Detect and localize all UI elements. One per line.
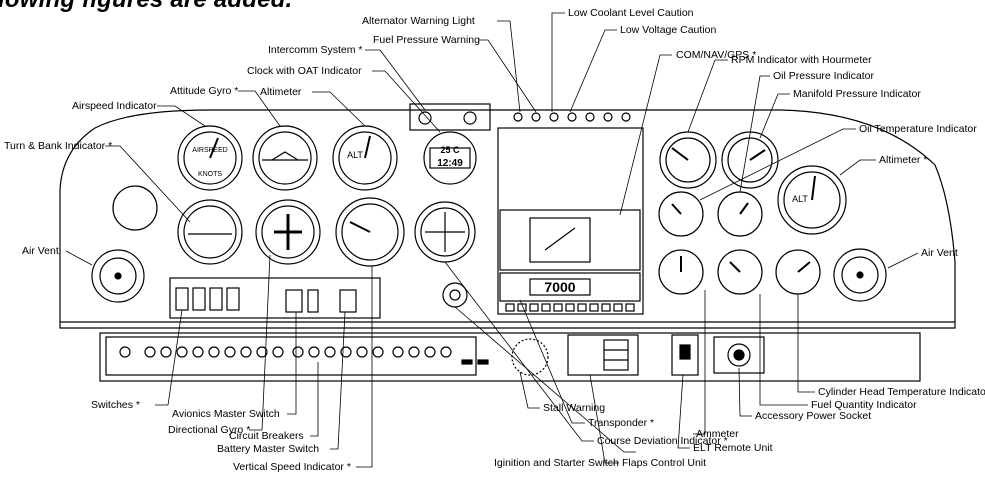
avionics-stack [497, 127, 644, 315]
label-attitude-gyro: Attitude Gyro * [170, 85, 239, 97]
label-manifold-pressure: Manifold Pressure Indicator [793, 88, 921, 100]
ammeter [658, 249, 704, 295]
transponder [499, 272, 641, 302]
label-turn-bank: Turn & Bank Indicator * [4, 140, 113, 152]
fuel-quantity-indicator [717, 249, 763, 295]
alt-left-text: ALT [347, 150, 363, 160]
label-low-coolant: Low Coolant Level Caution [568, 7, 694, 19]
knots-text: KNOTS [198, 171, 222, 178]
oil-temperature-indicator [658, 191, 704, 237]
intercomm-system [409, 103, 491, 131]
dashboard-outline [59, 109, 956, 329]
com-nav-gps [499, 209, 641, 271]
label-vsi: Vertical Speed Indicator * [233, 461, 351, 473]
label-cdi: Course Deviation Indicator * [597, 435, 728, 447]
avionics-master-switch [285, 289, 303, 313]
directional-gyro [255, 199, 321, 265]
vertical-speed-indicator [335, 197, 405, 267]
label-flaps-control: Flaps Control Unit [622, 457, 707, 469]
label-cht: Cylinder Head Temperature Indicator [818, 386, 985, 398]
label-com-nav-gps: COM/NAV/GPS * [676, 49, 757, 61]
oat-text: 25 C [440, 145, 460, 155]
clock-oat-indicator [423, 131, 477, 185]
switch-1 [175, 287, 189, 311]
label-clock-oat: Clock with OAT Indicator [247, 65, 362, 77]
label-accessory-socket: Accessory Power Socket [755, 410, 872, 422]
label-ignition: Iginition and Starter Switch [494, 457, 619, 469]
stall-warning-speaker [511, 338, 549, 376]
battery-master-switch [339, 289, 357, 313]
label-ammeter: Ammeter [696, 428, 739, 440]
label-battery-master: Battery Master Switch [217, 443, 320, 455]
annunciator-lights [513, 112, 631, 122]
attitude-gyro [252, 125, 318, 191]
label-fuel-pressure-warning: Fuel Pressure Warning [373, 34, 480, 46]
alt-right-text: ALT [792, 194, 808, 204]
label-switches: Switches * [91, 399, 141, 411]
airspeed-text: AIRSPEED [192, 147, 227, 154]
squawk-text: 7000 [544, 279, 575, 295]
label-air-vent-right: Air Vent [921, 247, 958, 259]
switch-3 [209, 287, 223, 311]
label-altimeter-right: Altimeter * [879, 154, 928, 166]
label-oil-temperature: Oil Temperature Indicator [859, 123, 977, 135]
lower-panel [99, 332, 921, 382]
label-air-vent-left: Air Vent [22, 245, 59, 257]
label-elt-remote: ELT Remote Unit [693, 442, 773, 454]
label-low-voltage: Low Voltage Caution [620, 24, 717, 36]
label-airspeed: Airspeed Indicator [72, 100, 157, 112]
label-rpm-hourmeter: RPM Indicator with Hourmeter [731, 54, 872, 66]
clock-text: 12:49 [437, 158, 463, 169]
label-stall-warning: Stall Warning [543, 402, 606, 414]
turn-bank-indicator [177, 199, 243, 265]
heading-text: lowing figures are added. [0, 0, 292, 14]
label-avionics-master: Avionics Master Switch [172, 408, 280, 420]
switch-4 [226, 287, 240, 311]
label-transponder: Transponder * [588, 417, 655, 429]
flaps-control-unit [567, 334, 639, 376]
air-vent-left [91, 249, 145, 303]
label-intercomm: Intercomm System * [268, 44, 363, 56]
circuit-breakers-row [119, 346, 452, 358]
label-alternator-warning: Alternator Warning Light [362, 15, 475, 27]
label-circuit-breakers: Circuit Breakers [229, 430, 304, 442]
label-oil-pressure: Oil Pressure Indicator [773, 70, 874, 82]
switch-2 [192, 287, 206, 311]
label-altimeter-left: Altimeter [260, 86, 302, 98]
label-fuel-quantity: Fuel Quantity Indicator [811, 399, 917, 411]
elt-remote-unit [671, 334, 699, 376]
label-directional-gyro: Directional Gyro * [168, 424, 251, 436]
altimeter-right [777, 165, 847, 235]
air-vent-right [833, 248, 887, 302]
airspeed-indicator [177, 125, 243, 191]
